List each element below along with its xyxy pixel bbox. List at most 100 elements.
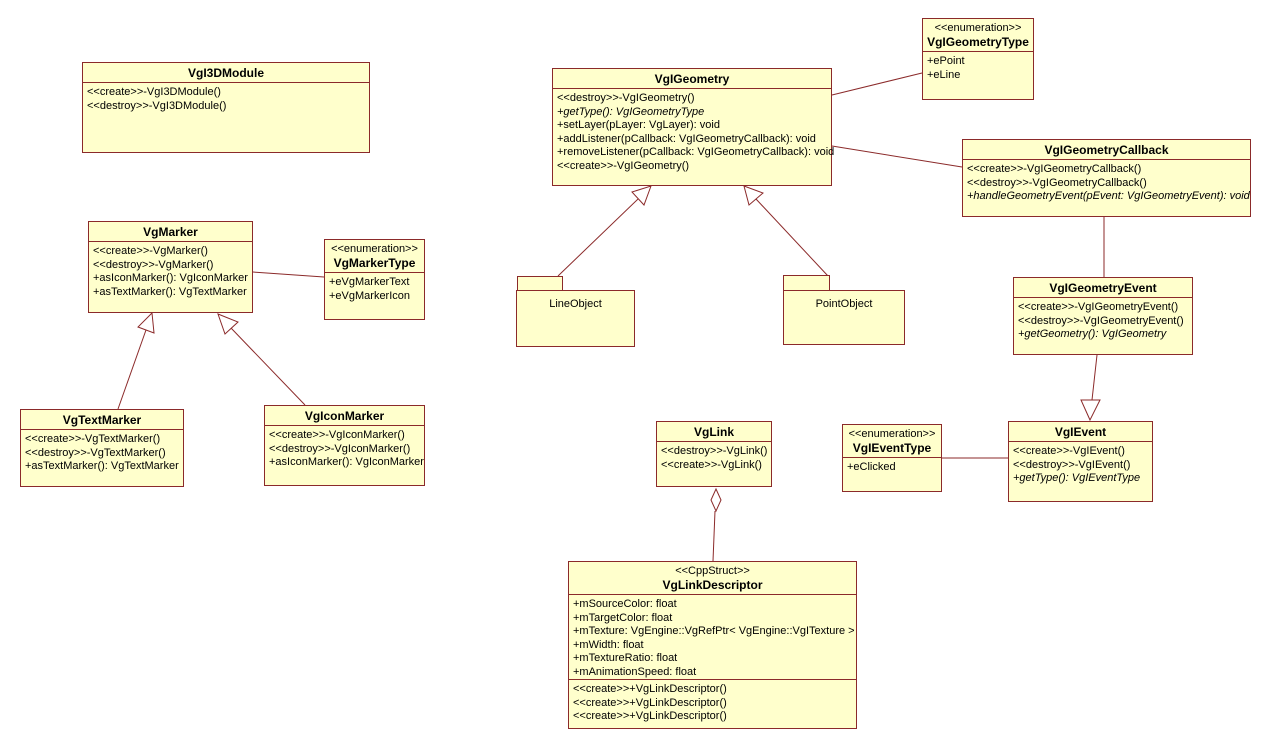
stereotype-label: <<enumeration>> [331,243,418,255]
stereotype-label: <<enumeration>> [848,428,936,440]
class-box-vgtextmarker[interactable]: VgTextMarker <<create>>-VgTextMarker() <… [20,409,184,487]
attributes-section: +ePoint +eLine [923,52,1033,84]
class-box-vgievent[interactable]: VgIEvent <<create>>-VgIEvent() <<destroy… [1008,421,1153,502]
method-row: +asTextMarker(): VgTextMarker [93,285,247,298]
package-name: PointObject [815,298,873,310]
class-title: VgTextMarker [21,410,183,430]
attributes-section: +eClicked [843,458,941,477]
attribute-row: +eVgMarkerText [329,276,410,288]
generalization-arrowhead [743,185,764,206]
stereotype-label: <<enumeration>> [934,22,1022,34]
class-box-vgigeometry[interactable]: VgIGeometry <<destroy>>-VgIGeometry() +g… [552,68,835,186]
attribute-row: +eLine [927,68,961,81]
class-title: VgIconMarker [265,406,424,426]
generalization-arrowhead [137,311,155,334]
class-box-vgigeometrycallback[interactable]: VgIGeometryCallback <<create>>-VgIGeomet… [962,139,1251,217]
method-row: +addListener(pCallback: VgIGeometryCallb… [557,132,816,145]
enum-title: <<enumeration>> VgMarkerType [325,240,424,273]
association-vgigeometry-vgigeometrytype [831,72,923,96]
method-row: <<create>>-VgLink() [661,458,762,471]
methods-section: <<create>>-VgIEvent() <<destroy>>-VgIEve… [1009,442,1152,488]
attribute-row: +mSourceColor: float [573,598,677,610]
enum-box-vgmarkertype[interactable]: <<enumeration>> VgMarkerType +eVgMarkerT… [324,239,425,320]
method-row: <<create>>-VgI3DModule() [87,86,221,98]
class-box-vgigeometryevent[interactable]: VgIGeometryEvent <<create>>-VgIGeometryE… [1013,277,1193,355]
class-title: VgIGeometry [553,69,831,89]
class-box-vgmarker[interactable]: VgMarker <<create>>-VgMarker() <<destroy… [88,221,253,313]
methods-section: <<create>>-VgTextMarker() <<destroy>>-Vg… [21,430,183,476]
method-row: <<create>>+VgLinkDescriptor() [573,683,727,695]
methods-section: <<create>>+VgLinkDescriptor() <<create>>… [569,680,856,726]
attribute-row: +mTargetColor: float [573,611,673,624]
method-row: <<destroy>>-VgLink() [661,445,768,457]
struct-name: VgLinkDescriptor [662,578,763,592]
enum-box-vgieventtype[interactable]: <<enumeration>> VgIEventType +eClicked [842,424,942,492]
package-pointobject[interactable]: PointObject [783,275,905,345]
association-vgigeometry-vgigeometrycallback [831,145,963,168]
package-lineobject[interactable]: LineObject [516,276,636,347]
generalization-vgtextmarker-vgmarker [117,329,147,410]
class-title: VgIGeometryCallback [963,140,1250,160]
struct-box-vglinkdescriptor[interactable]: <<CppStruct>> VgLinkDescriptor +mSourceC… [568,561,857,729]
attribute-row: +mTextureRatio: float [573,652,678,664]
package-body: LineObject [516,290,635,347]
method-row: <<destroy>>-VgIconMarker() [269,442,411,455]
method-row: <<destroy>>-VgIGeometry() [557,92,695,104]
method-row: <<create>>-VgIGeometryCallback() [967,163,1142,175]
methods-section: <<destroy>>-VgIGeometry() +getType(): Vg… [553,89,835,175]
method-row: <<destroy>>-VgIEvent() [1013,458,1131,471]
method-row: <<destroy>>-VgMarker() [93,258,214,271]
attribute-row: +eVgMarkerIcon [329,289,411,302]
method-row: <<destroy>>-VgIGeometryEvent() [1018,314,1184,327]
method-row: <<destroy>>-VgTextMarker() [25,446,166,459]
generalization-pointobject-vgigeometry [755,198,829,277]
generalization-lineobject-vgigeometry [557,198,639,277]
method-row-abstract: +getType(): VgIGeometryType [557,105,705,118]
package-name: LineObject [549,298,602,310]
method-row-abstract: +getGeometry(): VgIGeometry [1018,328,1167,340]
class-box-vgi3dmodule[interactable]: VgI3DModule <<create>>-VgI3DModule() <<d… [82,62,370,153]
association-vgmarker-vgmarkertype [252,271,325,278]
aggregation-diamond [710,487,722,513]
enum-name: VgIEventType [852,441,932,455]
method-row: +removeListener(pCallback: VgIGeometryCa… [557,146,835,158]
class-title: VgIGeometryEvent [1014,278,1192,298]
method-row: +asIconMarker(): VgIconMarker [93,272,248,284]
method-row: <<create>>-VgIGeometryEvent() [1018,301,1179,313]
methods-section: <<destroy>>-VgLink() <<create>>-VgLink() [657,442,771,474]
generalization-vgigeometryevent-vgievent [1091,354,1098,401]
generalization-arrowhead [217,313,239,335]
method-row: +asTextMarker(): VgTextMarker [25,460,179,472]
generalization-arrowhead [1080,399,1101,422]
method-row: <<destroy>>-VgIGeometryCallback() [967,176,1147,189]
class-title: VgI3DModule [83,63,369,83]
package-tab [517,276,563,290]
class-title: VgLink [657,422,771,442]
methods-section: <<create>>-VgMarker() <<destroy>>-VgMark… [89,242,252,301]
method-row: <<create>>-VgIEvent() [1013,445,1125,457]
method-row-abstract: +handleGeometryEvent(pEvent: VgIGeometry… [967,190,1250,202]
attribute-row: +ePoint [927,55,965,67]
methods-section: <<create>>-VgIconMarker() <<destroy>>-Vg… [265,426,424,472]
package-body: PointObject [783,290,905,345]
method-row: +setLayer(pLayer: VgLayer): void [557,119,720,131]
generalization-arrowhead [631,185,652,206]
enum-box-vgigeometrytype[interactable]: <<enumeration>> VgIGeometryType +ePoint … [922,18,1034,100]
package-tab [783,275,830,290]
attributes-section: +eVgMarkerText +eVgMarkerIcon [325,273,424,305]
method-row: <<create>>-VgIconMarker() [269,429,405,441]
attribute-row: +mAnimationSpeed: float [573,665,697,678]
method-row: <<create>>-VgMarker() [93,245,208,257]
method-row: +asIconMarker(): VgIconMarker [269,456,424,468]
class-title: VgMarker [89,222,252,242]
attribute-row: +mWidth: float [573,638,644,651]
methods-section: <<create>>-VgIGeometryEvent() <<destroy>… [1014,298,1192,344]
methods-section: <<create>>-VgIGeometryCallback() <<destr… [963,160,1250,206]
class-box-vgiconmarker[interactable]: VgIconMarker <<create>>-VgIconMarker() <… [264,405,425,486]
class-title: VgIEvent [1009,422,1152,442]
struct-title: <<CppStruct>> VgLinkDescriptor [569,562,856,595]
class-box-vglink[interactable]: VgLink <<destroy>>-VgLink() <<create>>-V… [656,421,772,487]
enum-title: <<enumeration>> VgIGeometryType [923,19,1033,52]
enum-title: <<enumeration>> VgIEventType [843,425,941,458]
